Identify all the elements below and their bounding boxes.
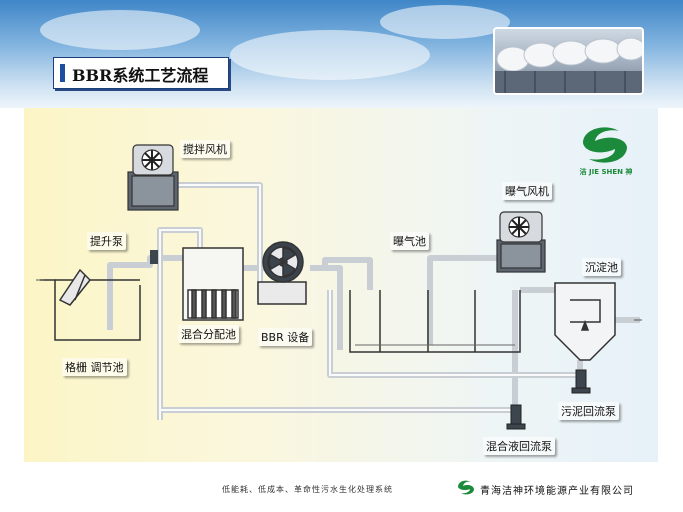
- footer-slogan: 低能耗、低成本、革命性污水生化处理系统: [222, 485, 393, 494]
- aeration-tank: [349, 290, 521, 353]
- label-aeration-tank: 曝气池: [390, 232, 429, 250]
- title-accent-bar: [60, 64, 65, 82]
- lift-pump: [150, 250, 158, 264]
- brand-logo-text: 洁 JIE SHEN 神: [579, 168, 633, 176]
- label-mixing-blower: 搅拌风机: [180, 140, 230, 158]
- label-sludge-return-pump: 污泥回流泵: [558, 402, 619, 420]
- brand-logo: 洁 JIE SHEN 神: [575, 123, 637, 178]
- mixing-blower: [127, 144, 179, 211]
- aeration-blower: [496, 211, 546, 273]
- page-title: BBR系统工艺流程: [72, 66, 209, 85]
- label-screen-tank: 格栅 调节池: [62, 358, 127, 376]
- label-mixed-liquor-return-pump: 混合液回流泵: [483, 437, 555, 455]
- bbr-equipment: [257, 241, 307, 305]
- label-lift-pump: 提升泵: [87, 232, 126, 250]
- page-title-box: BBR系统工艺流程: [53, 57, 229, 89]
- label-mix-distribution-tank: 混合分配池: [178, 325, 239, 343]
- footer-logo-icon: [458, 480, 474, 495]
- sludge-return-pump: [571, 369, 591, 394]
- flow-arrows: [36, 279, 642, 321]
- header-photo: [493, 27, 644, 95]
- label-sedimentation-tank: 沉淀池: [582, 258, 621, 276]
- brand-logo-icon: [583, 127, 627, 163]
- mixed-liquor-return-pump: [506, 404, 526, 430]
- footer-company: 青海洁神环境能源产业有限公司: [480, 486, 634, 497]
- label-bbr-equipment: BBR 设备: [258, 328, 313, 346]
- mix-distribution-tank: [182, 247, 244, 321]
- label-aeration-blower: 曝气风机: [502, 182, 552, 200]
- screen-regulating-tank: [40, 268, 141, 341]
- sedimentation-tank: [554, 282, 616, 361]
